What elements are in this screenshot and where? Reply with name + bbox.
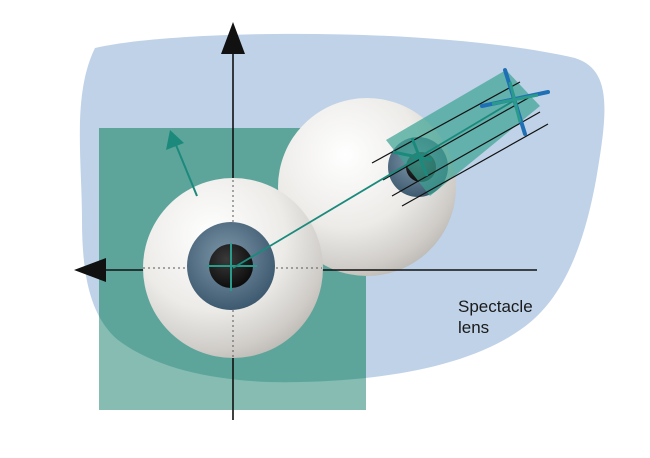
rotation-arrow-icon <box>166 130 184 150</box>
front-crosshair <box>207 243 257 291</box>
spectacle-lens-label: Spectacle lens <box>458 296 533 338</box>
label-line-2: lens <box>458 318 490 337</box>
arrow-left-icon <box>74 258 106 282</box>
axis-dotted-overlay <box>143 180 322 360</box>
label-line-1: Spectacle <box>458 297 533 316</box>
arrow-up-icon <box>221 22 245 54</box>
projection-lines <box>371 81 549 207</box>
sight-ray <box>232 99 516 269</box>
cross-marker-accent <box>491 81 539 123</box>
rotation-axis-line <box>175 144 198 197</box>
